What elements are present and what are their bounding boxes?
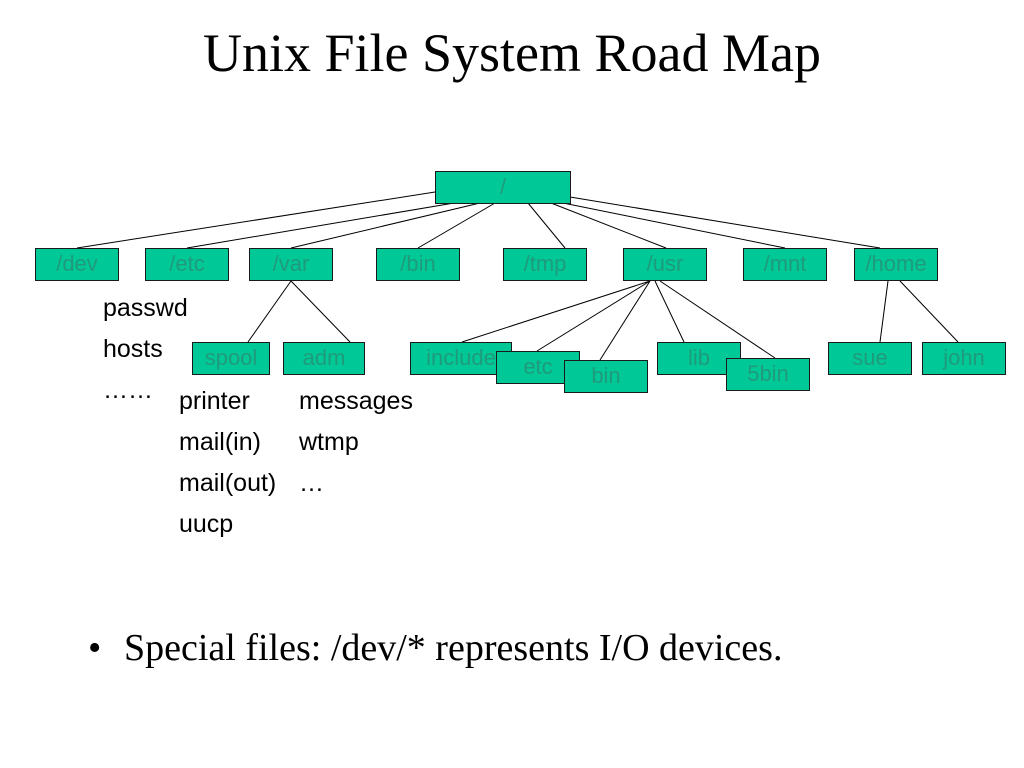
node-include: include <box>410 342 512 375</box>
list-item: uucp <box>179 510 234 538</box>
edge-usr-lib <box>654 280 685 343</box>
node-usr-bin: bin <box>564 360 648 393</box>
list-item: printer <box>179 387 250 415</box>
etc-file-list: passwd hosts …… <box>103 288 188 411</box>
list-item: passwd <box>103 294 188 322</box>
list-item: mail(in) <box>179 428 261 456</box>
node-adm: adm <box>283 342 365 375</box>
node-etc: /etc <box>145 248 229 281</box>
bullet-point: • Special files: /dev/* represents I/O de… <box>88 626 782 670</box>
node-spool: spool <box>192 342 270 375</box>
node-sue: sue <box>828 342 912 375</box>
node-tmp: /tmp <box>503 248 587 281</box>
node-home: /home <box>854 248 938 281</box>
node-dev: /dev <box>35 248 119 281</box>
list-item: … <box>299 469 324 497</box>
bullet-dot-icon: • <box>88 627 102 669</box>
node-bin: /bin <box>376 248 460 281</box>
edge-root-tmp <box>527 202 566 249</box>
edge-var-spool <box>247 280 292 343</box>
edge-usr-include <box>461 280 651 343</box>
list-item: hosts <box>103 335 163 363</box>
slide-title: Unix File System Road Map <box>203 23 821 83</box>
edge-root-etc <box>186 201 461 249</box>
edge-usr-etc <box>536 280 651 352</box>
edge-root-var <box>290 202 481 249</box>
edge-usr-bin <box>599 280 651 361</box>
spool-file-list: printer mail(in) mail(out) uucp <box>179 381 276 545</box>
list-item: …… <box>103 376 153 404</box>
edge-var-adm <box>290 280 351 343</box>
node-5bin: 5bin <box>726 358 810 391</box>
list-item: wtmp <box>299 428 359 456</box>
node-var: /var <box>249 248 333 281</box>
edge-root-usr <box>550 202 667 249</box>
node-root: / <box>435 171 571 204</box>
edge-home-john <box>899 280 959 343</box>
edge-usr-5bin <box>659 280 776 359</box>
edge-home-sue <box>879 280 889 343</box>
node-john: john <box>922 342 1006 375</box>
list-item: mail(out) <box>179 469 277 497</box>
node-usr: /usr <box>623 248 707 281</box>
edge-root-dev <box>76 191 436 249</box>
node-mnt: /mnt <box>743 248 827 281</box>
edge-root-bin <box>417 202 496 249</box>
list-item: messages <box>299 387 413 415</box>
edge-root-home <box>569 196 881 249</box>
adm-file-list: messages wtmp … <box>299 381 413 504</box>
edge-root-mnt <box>562 202 786 249</box>
bullet-text: Special files: /dev/* represents I/O dev… <box>124 627 783 669</box>
